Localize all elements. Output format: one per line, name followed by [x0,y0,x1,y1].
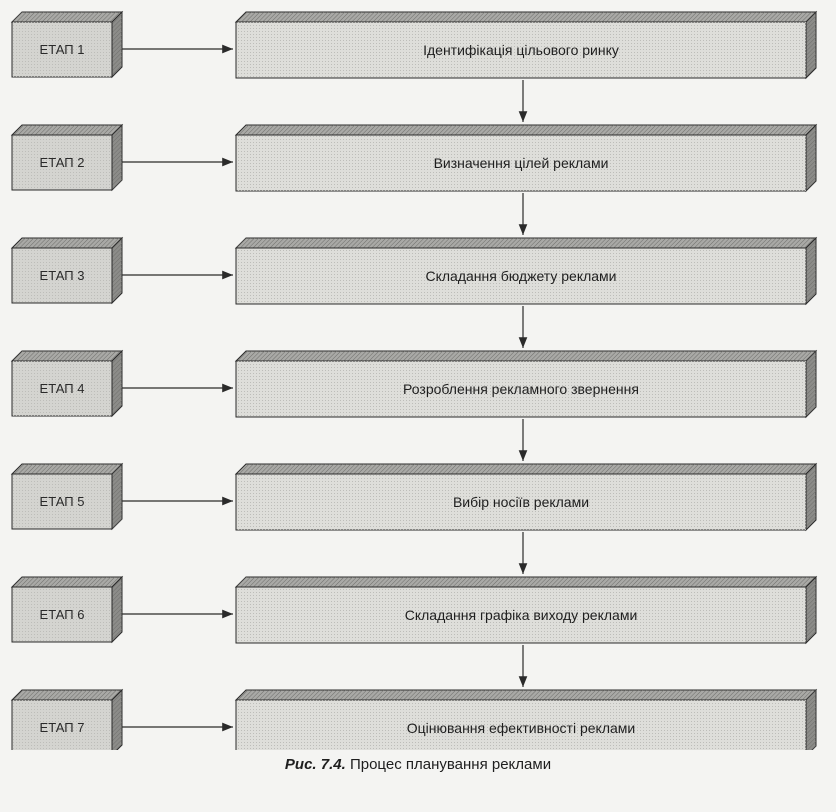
figure-number: Рис. 7.4. [284,756,346,773]
stage-label-box-4-top-hatch [12,351,122,361]
stage-label-box-7 [10,688,124,750]
stage-label-box-6-front-texture [12,587,112,642]
stage-label-box-2 [10,123,124,192]
step-box-5-top-hatch [236,464,816,474]
step-box-6-side-hatch [806,577,816,643]
step-box-1-front-texture [236,22,806,78]
stage-label-box-6-side-hatch [112,577,122,642]
step-text-7: Оцінювання ефективності реклами [407,720,635,736]
figure-caption: Рис. 7.4. Процес планування реклами [0,756,836,773]
step-box-4-front-texture [236,361,806,417]
stage-label-box-2-front-texture [12,135,112,190]
figure-title: Процес планування реклами [349,756,552,773]
step-box-6-top-hatch [236,577,816,587]
step-box-5-side-hatch [806,464,816,530]
step-text-2: Визначення цілей реклами [434,155,609,171]
stage-row-4: ЕТАП 4 Розроблення рекламного звернення [10,349,818,461]
step-text-3: Складання бюджету реклами [425,268,616,284]
stage-label-box-4 [10,349,124,418]
stage-label-box-7-front-texture [12,700,112,750]
step-box-3-side-hatch [806,238,816,304]
stage-label-1: ЕТАП 1 [40,42,85,57]
stage-label-box-1-top-hatch [12,12,122,22]
step-box-6-front-texture [236,587,806,643]
stage-label-box-5-front-texture [12,474,112,529]
step-box-7-front-texture [236,700,806,750]
stage-label-box-5-side-hatch [112,464,122,529]
stage-label-4: ЕТАП 4 [40,381,85,396]
step-text-1: Ідентифікація цільового ринку [423,42,619,58]
stage-label-box-3-top-hatch [12,238,122,248]
step-box-3-top-hatch [236,238,816,248]
step-box-4-side-hatch [806,351,816,417]
step-box-7-top-hatch [236,690,816,700]
step-text-6: Складання графіка виходу реклами [405,607,638,623]
stage-row-1: ЕТАП 1 Ідентифікація цільового ринку [10,10,818,122]
step-box-1 [234,10,818,80]
stage-label-box-6 [10,575,124,644]
stage-row-5: ЕТАП 5 Вибір носіїв реклами [10,462,818,574]
stage-label-6: ЕТАП 6 [40,607,85,622]
stage-row-7: ЕТАП 7 Оцінювання ефективності реклами [10,688,818,750]
stage-label-box-3-front-texture [12,248,112,303]
step-box-6 [234,575,818,645]
step-box-4-top-hatch [236,351,816,361]
stage-label-box-3-side-hatch [112,238,122,303]
step-box-7-side-hatch [806,690,816,750]
stage-label-box-4-front-texture [12,361,112,416]
stage-label-5: ЕТАП 5 [40,494,85,509]
stage-row-3: ЕТАП 3 Складання бюджету реклами [10,236,818,348]
step-box-2 [234,123,818,193]
step-box-1-side-hatch [806,12,816,78]
stage-label-box-7-top-hatch [12,690,122,700]
stage-label-7: ЕТАП 7 [40,720,85,735]
step-text-5: Вибір носіїв реклами [453,494,589,510]
stage-label-box-5 [10,462,124,531]
step-box-7 [234,688,818,750]
stage-label-box-1-side-hatch [112,12,122,77]
stage-label-box-1 [10,10,124,79]
step-box-2-side-hatch [806,125,816,191]
step-box-4 [234,349,818,419]
stage-row-6: ЕТАП 6 Складання графіка виходу реклами [10,575,818,687]
step-box-5-front-texture [236,474,806,530]
stage-label-box-6-top-hatch [12,577,122,587]
stage-label-box-2-top-hatch [12,125,122,135]
step-box-5 [234,462,818,532]
stage-label-box-4-side-hatch [112,351,122,416]
step-box-2-top-hatch [236,125,816,135]
stage-label-box-7-side-hatch [112,690,122,750]
stage-row-2: ЕТАП 2 Визначення цілей реклами [10,123,818,235]
step-box-1-top-hatch [236,12,816,22]
stage-label-2: ЕТАП 2 [40,155,85,170]
stage-label-box-3 [10,236,124,305]
step-box-3 [234,236,818,306]
step-box-2-front-texture [236,135,806,191]
stage-label-box-2-side-hatch [112,125,122,190]
stage-label-box-1-front-texture [12,22,112,77]
step-box-3-front-texture [236,248,806,304]
stage-label-box-5-top-hatch [12,464,122,474]
step-text-4: Розроблення рекламного звернення [403,381,639,397]
stage-label-3: ЕТАП 3 [40,268,85,283]
